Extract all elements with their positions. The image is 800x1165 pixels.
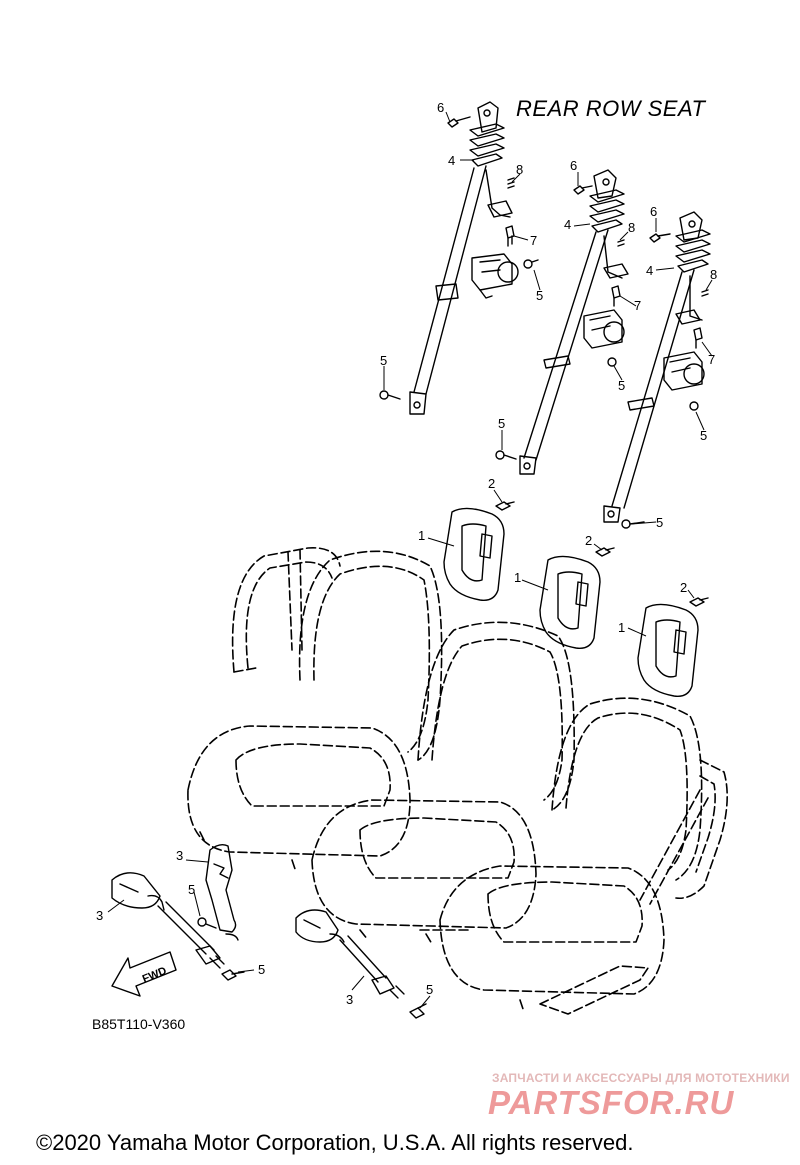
bolt-icon [595, 547, 615, 557]
bolt-icon [507, 177, 515, 189]
callout-number: 3 [346, 992, 353, 1007]
callout-number: 6 [650, 204, 657, 219]
callout-numbers: 6 4 8 7 5 5 6 4 8 7 5 5 6 4 8 7 5 5 2 1 … [96, 100, 717, 1007]
callout-number: 4 [646, 263, 653, 278]
callout-number: 2 [680, 580, 687, 595]
bolt-icon [505, 225, 515, 247]
headrest-cover-right [637, 603, 699, 697]
bolt-icon [617, 239, 625, 247]
callout-number: 6 [570, 158, 577, 173]
callout-number: 5 [700, 428, 707, 443]
bolt-icon [607, 357, 617, 367]
bolt-icon [701, 289, 709, 297]
callout-number: 1 [418, 528, 425, 543]
watermark-logo: PARTSFOR.RU [488, 1084, 735, 1121]
callout-number: 4 [564, 217, 571, 232]
callout-number: 5 [258, 962, 265, 977]
buckle-assembly-left [111, 872, 225, 969]
fwd-arrow-label: FWD [141, 965, 169, 986]
bolt-icon [409, 1003, 427, 1019]
callout-number: 5 [536, 288, 543, 303]
bolt-icon [495, 501, 515, 511]
seat-belt-retractor-assembly-left [409, 101, 519, 415]
callout-number: 5 [656, 515, 663, 530]
callout-number: 3 [96, 908, 103, 923]
callout-number: 5 [380, 353, 387, 368]
callout-number: 7 [708, 352, 715, 367]
callout-number: 8 [710, 267, 717, 282]
copyright-notice: ©2020 Yamaha Motor Corporation, U.S.A. A… [36, 1130, 634, 1155]
callout-number: 1 [618, 620, 625, 635]
bolt-icon [689, 597, 709, 607]
callout-number: 6 [437, 100, 444, 115]
bolt-icon [523, 259, 539, 269]
callout-number: 8 [516, 162, 523, 177]
callout-number: 5 [618, 378, 625, 393]
bolt-icon [693, 327, 703, 349]
callout-number: 7 [634, 298, 641, 313]
headrest-cover-left [443, 507, 505, 601]
headrest-cover-middle [539, 555, 601, 649]
callout-number: 1 [514, 570, 521, 585]
callout-number: 2 [585, 533, 592, 548]
diagram-code: B85T110-V360 [92, 1016, 186, 1032]
bolt-icon [573, 185, 593, 195]
watermark-tagline: ЗАПЧАСТИ И АКСЕССУАРЫ ДЛЯ МОТОТЕХНИКИ [492, 1071, 790, 1085]
bolt-icon [689, 401, 699, 411]
seat-belt-retractor-assembly-middle [519, 169, 629, 475]
forward-direction-arrow-icon [111, 951, 177, 997]
bolt-icon [221, 969, 245, 981]
rear-row-bench-seat [187, 547, 728, 1015]
bolt-icon [197, 917, 217, 929]
bolt-icon [649, 233, 671, 243]
callout-number: 5 [498, 416, 505, 431]
callout-number: 4 [448, 153, 455, 168]
bolt-icon [611, 285, 621, 307]
bolt-icon [447, 116, 471, 128]
callout-number: 8 [628, 220, 635, 235]
section-title: REAR ROW SEAT [516, 96, 706, 121]
bolt-icon [495, 450, 517, 460]
buckle-assembly-right [295, 909, 405, 999]
bolt-icon [379, 390, 401, 400]
seat-belt-retractor-assembly-right [603, 211, 711, 523]
callout-number: 7 [530, 233, 537, 248]
callout-leader-lines [107, 111, 713, 1009]
buckle-assembly-center [205, 843, 239, 941]
callout-number: 3 [176, 848, 183, 863]
callout-number: 5 [426, 982, 433, 997]
callout-number: 2 [488, 476, 495, 491]
callout-number: 5 [188, 882, 195, 897]
